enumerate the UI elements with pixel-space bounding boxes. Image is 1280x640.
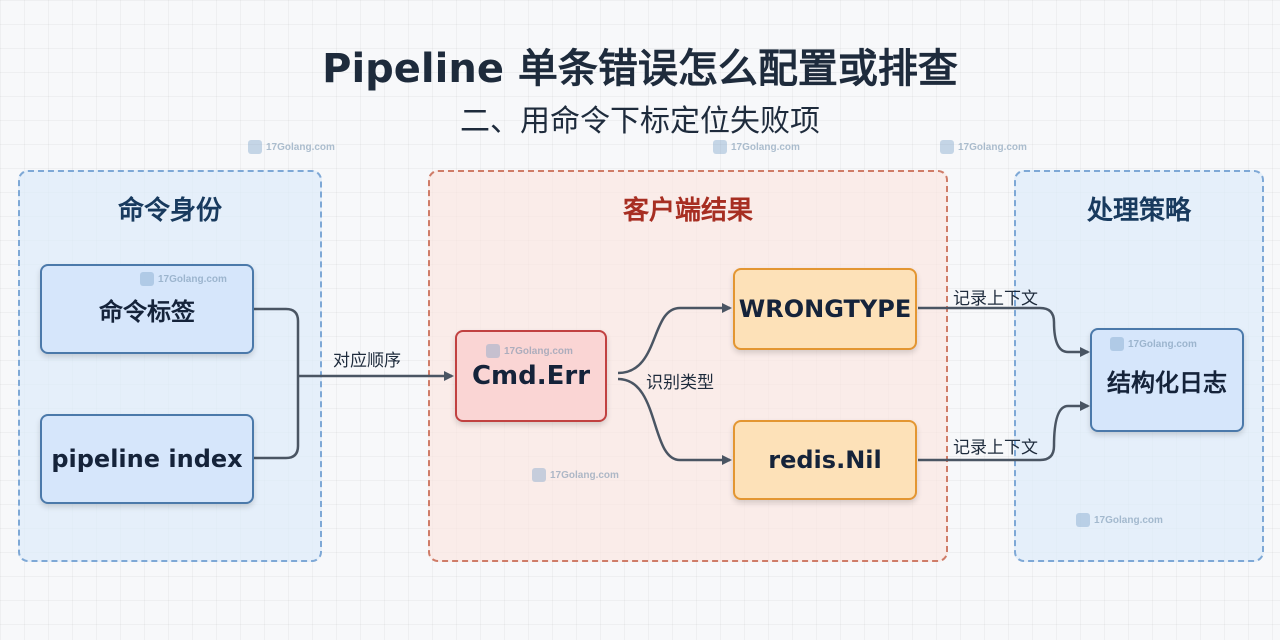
watermark-text: 17Golang.com (504, 345, 573, 357)
watermark-logo-icon (532, 468, 546, 482)
watermark: 17Golang.com (248, 140, 335, 154)
watermark: 17Golang.com (713, 140, 800, 154)
watermark: 17Golang.com (1076, 513, 1163, 527)
page-subtitle: 二、用命令下标定位失败项 (460, 104, 820, 139)
section-title-client: 客户端结果 (622, 196, 753, 226)
watermark-logo-icon (248, 140, 262, 154)
watermark-logo-icon (1110, 337, 1124, 351)
node-pipeline-index: pipeline index (40, 414, 254, 504)
edge-cmd-err-to-wrongtype (617, 303, 732, 375)
node-structured-log: 结构化日志 (1090, 328, 1244, 432)
node-wrongtype: WRONGTYPE (733, 268, 917, 350)
watermark-text: 17Golang.com (958, 141, 1027, 153)
watermark-logo-icon (940, 140, 954, 154)
watermark-text: 17Golang.com (158, 273, 227, 285)
watermark: 17Golang.com (532, 468, 619, 482)
edge-cmd-err-to-redis-nil (617, 377, 732, 465)
edge-label-identify-type: 识别类型 (646, 373, 714, 393)
edge-redis-nil-to-log (918, 401, 1090, 462)
watermark-logo-icon (1076, 513, 1090, 527)
edge-cmd-label-to-merge (254, 307, 300, 376)
watermark-logo-icon (713, 140, 727, 154)
watermark-text: 17Golang.com (1094, 514, 1163, 526)
watermark-text: 17Golang.com (1128, 338, 1197, 350)
watermark-logo-icon (486, 344, 500, 358)
watermark: 17Golang.com (486, 344, 573, 358)
edge-wrongtype-to-log (918, 306, 1090, 357)
edge-pipeline-index-to-merge (254, 376, 300, 460)
watermark-text: 17Golang.com (550, 469, 619, 481)
watermark-text: 17Golang.com (731, 141, 800, 153)
watermark-text: 17Golang.com (266, 141, 335, 153)
watermark: 17Golang.com (1110, 337, 1197, 351)
section-title-strategy: 处理策略 (1086, 196, 1191, 226)
node-cmd-err: Cmd.Err (455, 330, 607, 422)
watermark: 17Golang.com (140, 272, 227, 286)
watermark: 17Golang.com (940, 140, 1027, 154)
edge-label-record-context-1: 记录上下文 (953, 289, 1038, 309)
page-title: Pipeline 单条错误怎么配置或排查 (322, 46, 958, 92)
watermark-logo-icon (140, 272, 154, 286)
node-command-label: 命令标签 (40, 264, 254, 354)
edge-label-record-context-2: 记录上下文 (953, 438, 1038, 458)
edge-label-match-order: 对应顺序 (333, 351, 401, 371)
section-title-identity: 命令身份 (117, 196, 222, 226)
node-redis-nil: redis.Nil (733, 420, 917, 500)
